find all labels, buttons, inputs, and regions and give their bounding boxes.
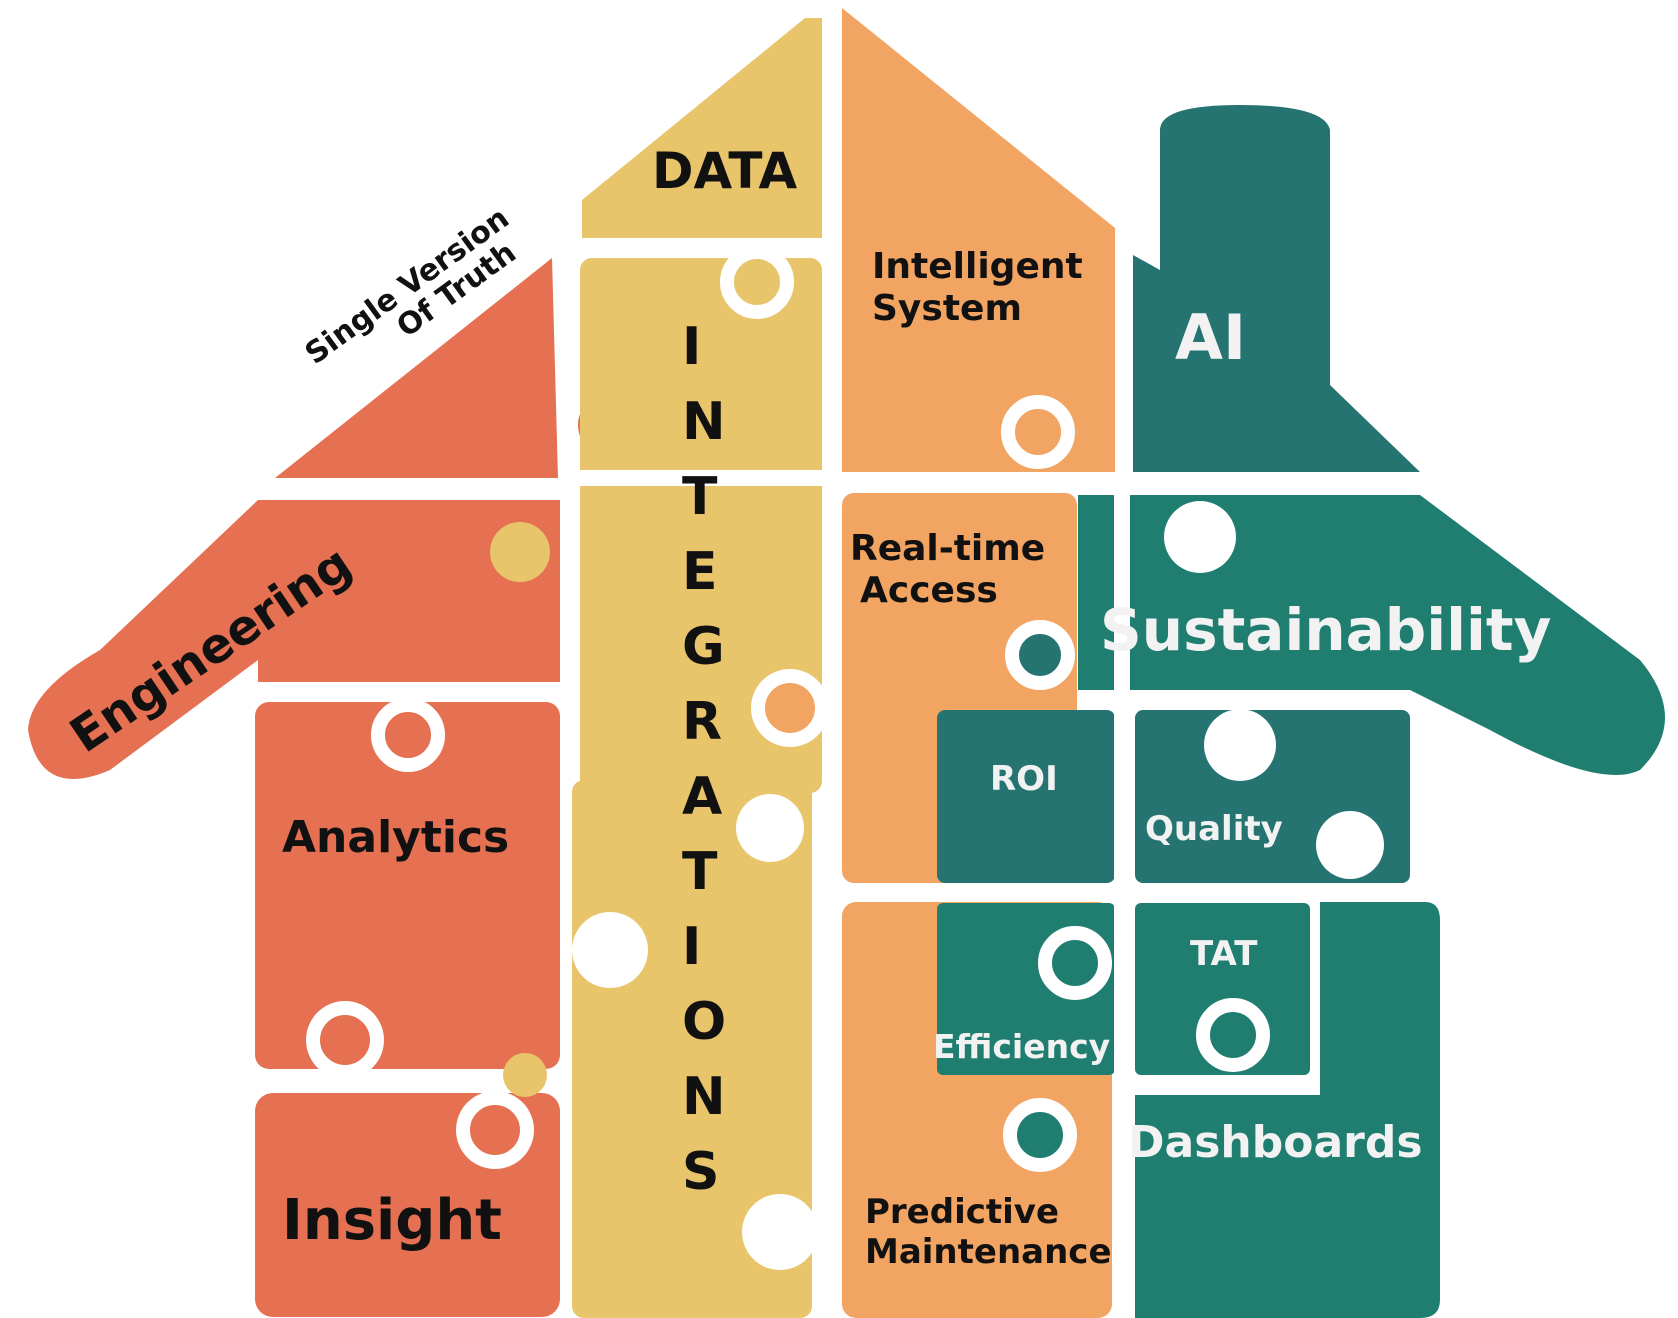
label-intelligent-system: Intelligent System [872,248,1083,328]
integrations-letter: T [682,842,718,902]
integrations-letter: T [682,467,718,527]
integrations-letter: I [682,317,702,377]
tab-integrations-top [720,245,794,319]
piece-sustainability [1078,495,1665,775]
hole-integrations-left [572,912,648,988]
piece-engineering [28,500,560,779]
tab-roi [1005,620,1075,690]
tab-insight [456,1091,534,1169]
integrations-letter: I [682,917,702,977]
label-data: DATA [652,142,798,200]
integrations-letter: N [682,392,726,452]
tab-efficiency-bottom [1003,1098,1077,1172]
tab-intelligent-system [1001,395,1075,469]
piece-dashboards [1135,902,1440,1318]
hole-sustainability-top [1164,501,1236,573]
label-predictive-maintenance: Predictive Maintenance [865,1192,1112,1272]
intelligent-system-line: Intelligent [872,246,1083,287]
piece-integrations-bottom [572,780,812,1318]
piece-seams [562,0,1130,1318]
integrations-letter: N [682,1067,726,1127]
piece-data [582,18,822,238]
predictive-maintenance-line: Maintenance [865,1231,1112,1272]
integrations-letter: S [682,1142,720,1202]
label-tat: TAT [1190,934,1258,974]
label-sustainability: Sustainability [1100,596,1552,664]
tab-analytics-top [371,698,445,772]
label-dashboards: Dashboards [1128,1117,1423,1168]
piece-analytics [255,702,560,1069]
piece-roi [937,710,1115,883]
label-efficiency: Efficiency [933,1027,1111,1066]
integrations-letter: E [682,542,718,602]
tab-engineering [490,522,550,582]
label-ai: AI [1175,301,1247,374]
piece-integrations-top [580,258,822,793]
integrations-letter: R [682,692,723,752]
tab-realtime-access [751,669,829,747]
tab-efficiency-left [1038,926,1112,1000]
label-insight: Insight [282,1188,502,1253]
piece-ai [1133,105,1420,472]
realtime-access-line: Real-time [850,528,1046,569]
label-quality: Quality [1145,809,1283,849]
realtime-access-line: Access [860,569,998,611]
tab-tat [1196,998,1270,1072]
tab-insight-yellow [503,1053,547,1097]
hole-integrations-bottom [742,1194,818,1270]
piece-single-version [275,258,558,478]
hole-quality-right [1316,811,1384,879]
label-realtime-access: Real-time Access [850,530,1045,610]
predictive-maintenance-line: Predictive [865,1192,1060,1232]
label-analytics: Analytics [282,812,510,863]
piece-intelligent-system [842,8,1115,472]
intelligent-system-line: System [872,287,1022,329]
tab-analytics-bottom [306,1001,384,1079]
hole-quality [1204,709,1276,781]
integrations-letter: G [682,617,725,677]
integrations-letter: A [682,767,723,827]
integrations-letter: O [682,992,727,1052]
hole-integrations-mid [736,794,804,862]
label-roi: ROI [990,759,1058,799]
